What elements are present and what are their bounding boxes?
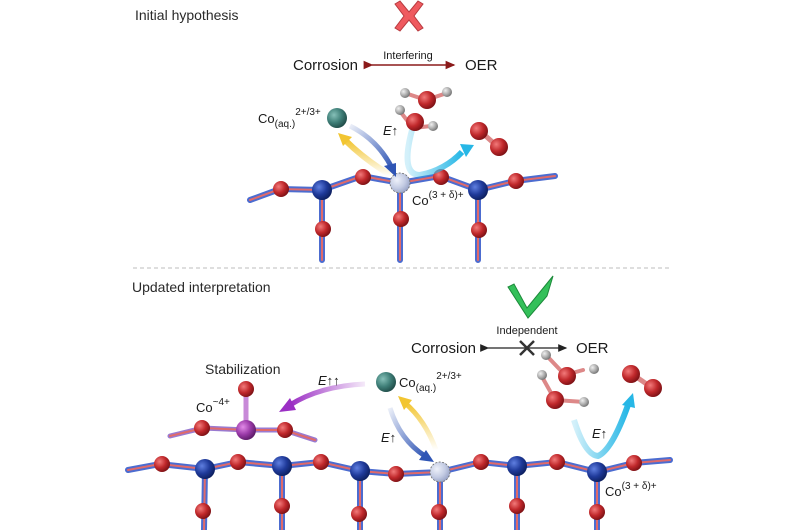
potential-label: E↑ (592, 426, 607, 441)
cobalt-aqueous-atom (327, 108, 347, 128)
co-site-label: Co(3 + δ)+ (412, 190, 464, 208)
green-check-icon (507, 275, 554, 319)
oer-label: OER (576, 340, 609, 357)
oxygen-atom (154, 456, 170, 472)
oxygen-atom (406, 113, 424, 131)
hydrogen-atom (428, 121, 438, 131)
relation-label: Independent (496, 325, 557, 337)
oxygen-atom (273, 181, 289, 197)
cobalt-4plus-atom (236, 420, 256, 440)
relation-label: Interfering (383, 50, 433, 62)
water-molecules (537, 350, 599, 409)
co-aq-label: Co(aq.)2+/3+ (258, 107, 321, 130)
top-lattice-atoms (273, 169, 524, 238)
oxygen-atom (549, 454, 565, 470)
oxygen-atom (509, 498, 525, 514)
water-molecules (395, 87, 452, 131)
oxygen-atom (355, 169, 371, 185)
hydrogen-atom (579, 397, 589, 407)
cyan-arrowhead (622, 393, 635, 408)
corrosion-label: Corrosion (293, 57, 358, 74)
yellow-dissolution-arrow (342, 137, 394, 179)
section-updated-interpretation: Updated interpretation Independent Corro… (125, 275, 673, 530)
potential-label: E↑ (383, 123, 398, 138)
blue-arrowhead (384, 163, 396, 177)
oxygen-atom (473, 454, 489, 470)
cobalt-atom (587, 462, 607, 482)
yellow-arrowhead (338, 133, 352, 146)
oxygen-atom (393, 211, 409, 227)
oxygen-atom (238, 381, 254, 397)
oxygen-atom (194, 420, 210, 436)
oxygen-atom (418, 91, 436, 109)
cobalt-aqueous-atom (376, 372, 396, 392)
oxygen-atom (626, 455, 642, 471)
red-cross-icon (394, 0, 424, 32)
section-title: Updated interpretation (132, 279, 271, 295)
oxygen-atom (351, 506, 367, 522)
purple-arrowhead (279, 398, 296, 412)
cyan-oer-arrow (571, 403, 631, 460)
yellow-arrowhead (398, 396, 412, 410)
co-aq-label: Co(aq.)2+/3+ (399, 371, 462, 394)
co4-label: Co~4+ (196, 397, 230, 415)
cobalt-atom (507, 456, 527, 476)
section-initial-hypothesis: Initial hypothesis Interfering Corrosion… (135, 0, 558, 263)
hydrogen-atom (537, 370, 547, 380)
section-title: Initial hypothesis (135, 7, 239, 23)
cyan-oer-arrow (404, 129, 465, 179)
cobalt-atom (195, 459, 215, 479)
hydrogen-atom (395, 105, 405, 115)
blue-redeposition-arrow (387, 407, 427, 459)
oer-label: OER (465, 57, 498, 74)
oxygen-atom (313, 454, 329, 470)
corrosion-label: Corrosion (411, 340, 476, 357)
oxygen-atom (431, 504, 447, 520)
potential-double-label: E↑↑ (318, 373, 340, 388)
oxygen-atom (433, 169, 449, 185)
oxygen-atom (589, 504, 605, 520)
oxygen-atom (230, 454, 246, 470)
oxygen-atom (508, 173, 524, 189)
potential-label: E↑ (381, 430, 396, 445)
cobalt-atom (272, 456, 292, 476)
hydrogen-atom (400, 88, 410, 98)
stabilization-label: Stabilization (205, 361, 281, 377)
o2-molecule (470, 122, 508, 156)
oxygen-atom (315, 221, 331, 237)
oxygen-atom (277, 422, 293, 438)
hydrogen-atom (541, 350, 551, 360)
cobalt-site-atom (389, 172, 411, 194)
cobalt-atom (312, 180, 332, 200)
oxygen-atom (274, 498, 290, 514)
oxygen-atom (388, 466, 404, 482)
hydrogen-atom (442, 87, 452, 97)
oxygen-atom (558, 367, 576, 385)
x-cross-icon (519, 340, 535, 356)
cobalt-site-atom (429, 461, 451, 483)
cobalt-atom (468, 180, 488, 200)
yellow-dissolution-arrow (403, 401, 439, 451)
purple-stabilization-arrow (288, 381, 366, 408)
oxygen-atom (195, 503, 211, 519)
hydrogen-atom (589, 364, 599, 374)
o2-molecule (622, 365, 662, 397)
blue-redeposition-arrow (348, 123, 395, 170)
oxygen-atom (471, 222, 487, 238)
bottom-lattice-atoms (154, 454, 642, 522)
cobalt-atom (350, 461, 370, 481)
oxygen-atom (546, 391, 564, 409)
blue-arrowhead (419, 450, 434, 462)
stabilized-fragment (167, 381, 318, 443)
cyan-arrowhead (460, 144, 474, 157)
co-site-label: Co(3 + δ)+ (605, 481, 657, 499)
